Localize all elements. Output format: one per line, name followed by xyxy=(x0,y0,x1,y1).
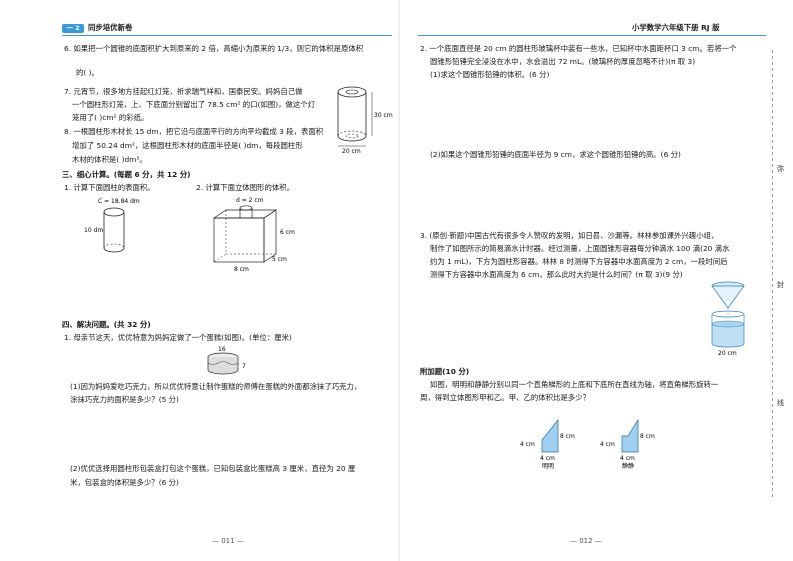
section3-q2: 2. 计算下面立体图形的体积。 xyxy=(196,183,295,192)
fig1-height: 10 dm xyxy=(84,227,103,234)
cake-figure: 16 7 xyxy=(207,346,246,375)
binding-label-3: 线 xyxy=(777,399,784,407)
extra-title: 附加题(10 分) xyxy=(420,367,470,376)
fig-b-bottom: 4 cm xyxy=(620,455,635,462)
left-page: 一 2 同步培优新卷 6. 如果把一个圆锥的底面积扩大到原来的 2 倍，高缩小为… xyxy=(62,23,393,545)
water-clock-figure: 20 cm xyxy=(711,281,745,357)
cylinder-figure-1: C = 18.84 dm 10 dm xyxy=(84,198,140,253)
fig-a-bottom: 4 cm xyxy=(540,455,555,462)
section4-q1: 1. 母亲节这天，优优特意为妈妈定做了一个蛋糕(如图)。(单位：厘米) xyxy=(64,333,292,342)
q6-line1: 6. 如果把一个圆锥的底面积扩大到原来的 2 倍，高缩小为原来的 1/3，则它的… xyxy=(64,44,364,53)
q7-fig-height: 30 cm xyxy=(374,112,393,119)
q3-line2: 制作了如图所示的简易滴水计时器。经过测量，上面圆锥形容器每分钟滴水 100 滴(… xyxy=(430,244,730,253)
q7-line3: 笼用了( )cm² 的彩纸。 xyxy=(72,113,149,122)
fig1-circumference: C = 18.84 dm xyxy=(98,198,140,205)
header-rule-right xyxy=(418,35,766,36)
cake-height: 7 xyxy=(242,363,246,370)
q3-line1: 3. (原创·新题)中国古代有很多令人赞叹的发明，如日晷、沙漏等。林林参加课外兴… xyxy=(420,231,719,240)
binding-dashed-line xyxy=(772,50,773,500)
fig2-depth: 5 cm xyxy=(272,256,287,263)
right-page: 小学数学六年级下册 RJ 版 2. 一个底面直径是 20 cm 的圆柱形玻璃杯中… xyxy=(400,0,793,561)
q3-line4: 测得下方容器中水面高度为 6 cm，那么此时大约是什么时间？(π 取 3)(9 … xyxy=(430,270,683,279)
fig-a-name: 明明 xyxy=(542,463,554,470)
section3-q1: 1. 计算下面圆柱的表面积。 xyxy=(64,183,155,192)
header-title-right: 小学数学六年级下册 RJ 版 xyxy=(632,23,720,32)
fig-a-right: 8 cm xyxy=(560,433,575,440)
section4-title: 四、解决问题。(共 32 分) xyxy=(62,320,151,329)
extra-line2: 周，得到立体图形甲和乙。甲、乙的体积比是多少？ xyxy=(420,393,590,402)
left-page-number: — 011 — xyxy=(212,537,244,545)
section4-q1b-line1: (2)优优选择用圆柱形包装盒打包这个蛋糕，已知包装盒比蛋糕高 3 厘米，直径为 … xyxy=(70,464,356,473)
binding-label-2: 封 xyxy=(777,281,784,289)
trapezoid-figure-mingming: 4 cm 8 cm 4 cm 明明 xyxy=(520,419,575,470)
page-fold xyxy=(398,0,400,561)
q3-fig-width: 20 cm xyxy=(718,350,737,357)
section4-q1b-line2: 米，包装盒的体积是多少？(6 分) xyxy=(70,478,179,487)
q7-line1: 7. 元宵节，很多地方挂起红灯笼，祈求瑞气祥和，国泰民安。妈妈自己做 xyxy=(64,87,303,96)
header-rule-left xyxy=(62,35,392,36)
q2-line1: 2. 一个底面直径是 20 cm 的圆柱形玻璃杯中装有一些水，已知杯中水面距杯口… xyxy=(420,44,737,53)
header-badge: 一 2 xyxy=(62,24,84,33)
cake-width: 16 xyxy=(218,346,226,353)
fig2-width: 8 cm xyxy=(234,266,249,273)
fig2-diameter: d = 2 cm xyxy=(236,197,264,204)
header-title-left: 同步培优新卷 xyxy=(88,23,133,32)
section4-q1a-line2: 涂抹巧克力的面积是多少？(5 分) xyxy=(70,395,179,404)
fig-b-left: 4 cm xyxy=(600,441,615,448)
binding-label-1: 弥 xyxy=(777,165,784,173)
composite-solid-figure: d = 2 cm 6 cm 5 cm 8 cm xyxy=(212,197,295,273)
extra-line1: 如图，明明和静静分别以同一个直角梯形的上底和下底所在直线为轴，将直角梯形旋转一 xyxy=(430,380,719,389)
section3-title: 三、细心计算。(每题 6 分，共 12 分) xyxy=(62,170,191,179)
fig-a-left: 4 cm xyxy=(520,441,535,448)
q7-line2: 一个圆柱形灯笼，上、下底面分别留出了 78.5 cm² 的口(如图)，做这个灯 xyxy=(72,100,316,109)
q8-line3: 木材的体积是( )dm³。 xyxy=(72,155,147,164)
fig-b-right: 8 cm xyxy=(640,433,655,440)
q8-line2: 增加了 50.24 dm²，这根圆柱形木材的底面半径是( )dm，每段圆柱形 xyxy=(72,141,303,150)
section4-q1a-line1: (1)因为妈妈爱吃巧克力，所以优优特意让制作蛋糕的师傅在蛋糕的外面都涂抹了巧克力… xyxy=(70,382,362,391)
right-page-number: — 012 — xyxy=(570,537,602,545)
q2-line2: 圆锥形铅锤完全浸没在水中，水会溢出 72 mL。(玻璃杯的厚度忽略不计)(π 取… xyxy=(430,57,696,66)
fig-b-name: 静静 xyxy=(622,462,634,470)
q6-line2: 的( )。 xyxy=(76,68,99,77)
lantern-cylinder-figure: 30 cm 20 cm xyxy=(337,86,393,155)
trapezoid-figure-jingjing: 4 cm 8 cm 4 cm 静静 xyxy=(600,418,655,470)
q8-line1: 8. 一根圆柱形木材长 15 dm，把它沿与底面平行的方向平均截成 3 段，表面… xyxy=(64,127,324,136)
fig2-height: 6 cm xyxy=(280,229,295,236)
q2-part2: (2)如果这个圆锥形铅锤的底面半径为 9 cm，求这个圆锥形铅锤的高。(6 分) xyxy=(430,150,681,159)
q7-fig-diameter: 20 cm xyxy=(342,148,361,155)
q2-part1: (1)求这个圆锥形铅锤的体积。(6 分) xyxy=(430,70,550,79)
q3-line3: 约为 1 mL)，下方为圆柱形容器。林林 8 时测得下方容器中水面高度为 2 c… xyxy=(430,257,728,266)
